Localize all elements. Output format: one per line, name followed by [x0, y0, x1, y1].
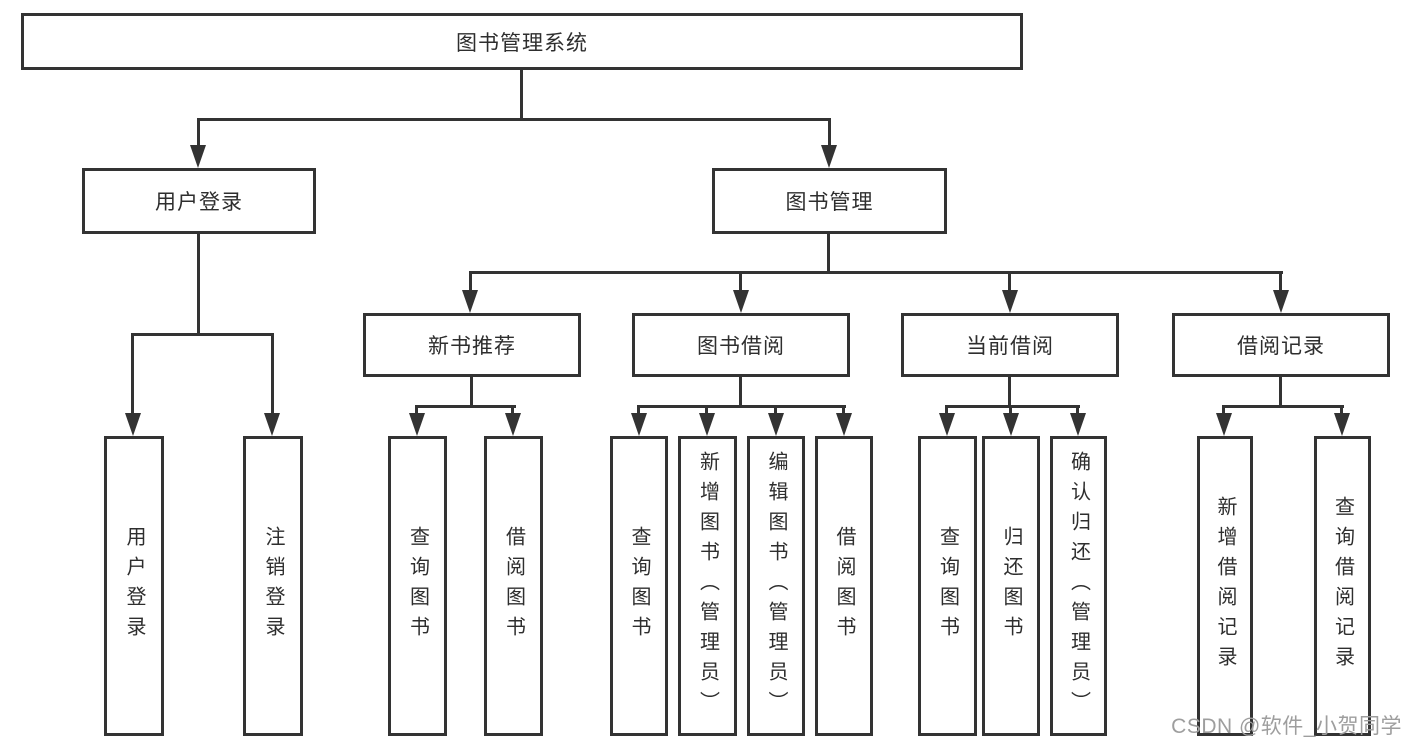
connector-root-stem [520, 70, 523, 121]
leaf-logout: 注销登录 [243, 436, 303, 736]
connector-leaf-stem [842, 405, 845, 417]
arrowhead-icon [733, 290, 749, 313]
leaf-query-books-current: 查询图书 [918, 436, 977, 736]
arrowhead-icon [1002, 290, 1018, 313]
arrowhead-icon [264, 413, 280, 436]
leaf-edit-books-admin: 编辑图书（管理员） [747, 436, 805, 736]
leaf-query-books-borrowing: 查询图书 [610, 436, 668, 736]
connector-new-book-recommend-branch [415, 405, 516, 408]
connector-to-leaf-logout [271, 333, 274, 415]
connector-current-borrowing-branch [945, 405, 1080, 408]
connector-leaf-stem [415, 405, 418, 417]
connector-to-new-book-recommend [469, 271, 472, 293]
connector-leaf-stem [637, 405, 640, 417]
connector-book-management-branch [469, 271, 1283, 274]
arrowhead-icon [409, 413, 425, 436]
arrowhead-icon [125, 413, 141, 436]
connector-leaf-stem [774, 405, 777, 417]
csdn-watermark: CSDN @软件_小贺同学 [1171, 715, 1402, 738]
arrowhead-icon [462, 290, 478, 313]
arrowhead-icon [939, 413, 955, 436]
leaf-add-borrow-record: 新增借阅记录 [1197, 436, 1253, 736]
connector-user-login-stem [197, 234, 200, 336]
arrowhead-icon [821, 145, 837, 168]
arrowhead-icon [699, 413, 715, 436]
leaf-add-books-admin: 新增图书（管理员） [678, 436, 737, 736]
arrowhead-icon [1070, 413, 1086, 436]
node-new-book-recommend: 新书推荐 [363, 313, 581, 377]
connector-leaf-stem [945, 405, 948, 417]
leaf-return-books: 归还图书 [982, 436, 1040, 736]
connector-to-leaf-user-login [131, 333, 134, 415]
arrowhead-icon [1334, 413, 1350, 436]
leaf-confirm-return-admin: 确认归还（管理员） [1050, 436, 1107, 736]
connector-current-borrowing-stem [1008, 377, 1011, 408]
connector-book-borrowing-stem [739, 377, 742, 408]
connector-leaf-stem [1009, 405, 1012, 417]
connector-root-branch [197, 118, 831, 121]
connector-leaf-stem [1076, 405, 1079, 417]
arrowhead-icon [768, 413, 784, 436]
node-current-borrowing: 当前借阅 [901, 313, 1119, 377]
arrowhead-icon [505, 413, 521, 436]
leaf-user-login: 用户登录 [104, 436, 164, 736]
connector-to-borrowing-records [1279, 271, 1282, 293]
arrowhead-icon [1273, 290, 1289, 313]
arrowhead-icon [190, 145, 206, 168]
connector-borrowing-records-branch [1222, 405, 1344, 408]
connector-user-login-branch [131, 333, 274, 336]
leaf-borrow-books-recommend: 借阅图书 [484, 436, 543, 736]
arrowhead-icon [1003, 413, 1019, 436]
connector-leaf-stem [1222, 405, 1225, 417]
arrowhead-icon [631, 413, 647, 436]
connector-borrowing-records-stem [1279, 377, 1282, 408]
connector-leaf-stem [705, 405, 708, 417]
connector-to-book-management [828, 118, 831, 148]
node-book-borrowing: 图书借阅 [632, 313, 850, 377]
connector-book-borrowing-branch [637, 405, 846, 408]
node-book-management: 图书管理 [712, 168, 947, 234]
connector-to-user-login [197, 118, 200, 148]
arrowhead-icon [836, 413, 852, 436]
connector-to-book-borrowing [739, 271, 742, 293]
node-borrowing-records: 借阅记录 [1172, 313, 1390, 377]
connector-new-book-recommend-stem [470, 377, 473, 408]
connector-to-current-borrowing [1008, 271, 1011, 293]
connector-leaf-stem [511, 405, 514, 417]
arrowhead-icon [1216, 413, 1232, 436]
connector-book-management-stem [827, 234, 830, 274]
leaf-query-books-recommend: 查询图书 [388, 436, 447, 736]
leaf-borrow-books: 借阅图书 [815, 436, 873, 736]
connector-leaf-stem [1340, 405, 1343, 417]
node-user-login: 用户登录 [82, 168, 316, 234]
node-library-management-system: 图书管理系统 [21, 13, 1023, 70]
leaf-query-borrow-record: 查询借阅记录 [1314, 436, 1371, 736]
